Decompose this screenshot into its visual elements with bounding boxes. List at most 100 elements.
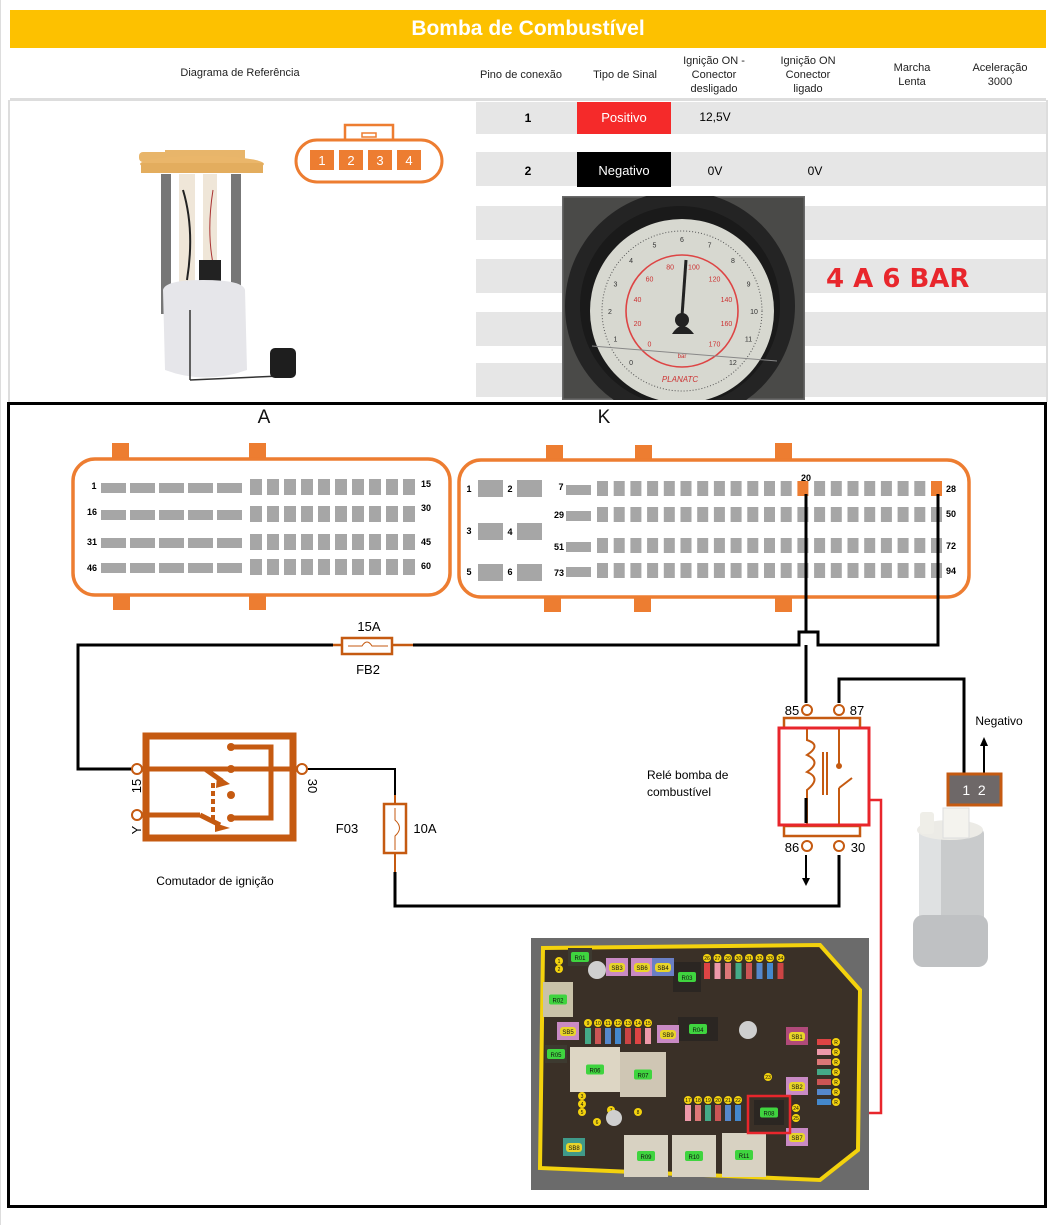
connector-k-label: K — [598, 407, 611, 428]
ignition-switch-label: Comutador de ignição — [156, 874, 274, 888]
pin-label: 50 — [946, 509, 956, 519]
connector-pin — [764, 481, 775, 496]
gauge-psi-tick: 40 — [634, 297, 642, 304]
relay-pin-86: 86 — [785, 840, 799, 855]
fuse — [595, 1028, 601, 1044]
connector-pin — [517, 480, 542, 497]
connector-pin — [914, 563, 926, 578]
fuse — [735, 963, 742, 979]
fusebox-maxi-label: SB7 — [791, 1136, 803, 1142]
connector-pin — [318, 559, 330, 575]
fuse-number: 15 — [645, 1021, 651, 1027]
fuel-pump-relay — [777, 704, 871, 852]
connector-pin — [318, 534, 330, 550]
connector-pin — [830, 507, 842, 522]
fusebox-relay-label: R03 — [681, 976, 693, 982]
fuse-f03-rating: 10A — [413, 821, 436, 836]
connector-pin — [368, 150, 392, 170]
pin-label: 28 — [946, 484, 956, 494]
fusebox-relay-label: R01 — [574, 956, 586, 962]
connector-pin — [764, 507, 775, 522]
connector-pin — [747, 507, 759, 522]
connector-pin — [880, 481, 892, 496]
connector-pin — [369, 559, 381, 575]
connector-pin — [780, 538, 792, 553]
gauge-bar-tick: 0 — [629, 360, 633, 367]
connector-pin — [847, 481, 859, 496]
fuse — [605, 1028, 611, 1044]
connector-pin — [369, 506, 381, 522]
fuse-number: 9 — [587, 1021, 590, 1027]
fuse — [645, 1028, 651, 1044]
connector-tab — [635, 445, 652, 461]
connector-pin — [730, 563, 742, 578]
connector-pin — [301, 479, 313, 495]
gauge-bar-tick: 12 — [729, 360, 737, 367]
connector-pin — [250, 534, 262, 550]
connector-pin — [697, 563, 709, 578]
wire-pin28 — [413, 494, 940, 647]
connector-pin — [713, 481, 725, 496]
connector-pin — [630, 538, 642, 553]
pin-label: 72 — [946, 541, 956, 551]
connector-pin — [647, 507, 659, 522]
connector-pin-label: 1 — [318, 153, 325, 168]
pin-label: 15 — [421, 479, 431, 489]
value-ign-on-disconnected: 0V — [707, 164, 723, 178]
connector-tab — [634, 596, 651, 612]
gauge-bar-tick: 1 — [614, 337, 618, 344]
connector-pin — [386, 534, 398, 550]
pin-label: 7 — [558, 482, 563, 492]
connector-pin-label: 3 — [376, 153, 383, 168]
fuse — [725, 963, 731, 979]
gauge-psi-tick: 170 — [709, 342, 721, 349]
connector-pin — [864, 563, 876, 578]
connector-pin — [713, 538, 725, 553]
connector-tab — [112, 443, 129, 459]
fuse-number: R — [834, 1070, 838, 1076]
fuse-number: 6 — [596, 1120, 599, 1126]
connector-pin — [730, 481, 742, 496]
connector-pin — [897, 538, 909, 553]
fuse — [777, 963, 784, 979]
fuse-number: 19 — [705, 1098, 711, 1104]
value-ign-on-connected: 0V — [807, 164, 823, 178]
gauge-bar-tick: 10 — [750, 309, 758, 316]
pump-electrical-connector — [946, 772, 1003, 807]
relay-pin-85: 85 — [785, 703, 799, 718]
connector-pin — [130, 510, 155, 520]
fusebox-relay-label: R09 — [640, 1155, 652, 1161]
connector-pin — [478, 564, 503, 581]
fusebox-relay-label: R08 — [763, 1112, 775, 1118]
connector-pin — [697, 507, 709, 522]
connector-pin — [318, 506, 330, 522]
gauge-psi-tick: 140 — [721, 297, 733, 304]
connector-pin — [914, 507, 926, 522]
pin-label: 16 — [87, 507, 97, 517]
connector-pin — [159, 538, 184, 548]
fusebox-maxi-label: SB4 — [657, 966, 669, 972]
header-accel: Aceleração 3000 — [972, 62, 1028, 88]
fuse-number: R — [834, 1080, 838, 1086]
connector-pin — [680, 507, 692, 522]
gauge-brand: PLANATC — [662, 375, 699, 384]
connector-pin — [680, 481, 692, 496]
fuse-number: 14 — [635, 1021, 641, 1027]
fuse-number: R — [834, 1040, 838, 1046]
gauge-hub — [675, 313, 689, 327]
pin-label: 51 — [554, 542, 564, 552]
connector-pin — [159, 510, 184, 520]
gauge-psi-tick: 120 — [709, 276, 721, 283]
connector-pin — [352, 534, 364, 550]
connector-pin — [597, 481, 608, 496]
fuse-number: R — [834, 1060, 838, 1066]
connector-pin — [517, 523, 542, 540]
gauge-psi-tick: 80 — [666, 265, 674, 272]
connector-pin — [369, 534, 381, 550]
connector-pin — [352, 559, 364, 575]
fuse-number: R — [834, 1100, 838, 1106]
connector-pin — [797, 507, 809, 522]
connector-pin — [780, 563, 792, 578]
fuse-number: 10 — [595, 1021, 601, 1027]
